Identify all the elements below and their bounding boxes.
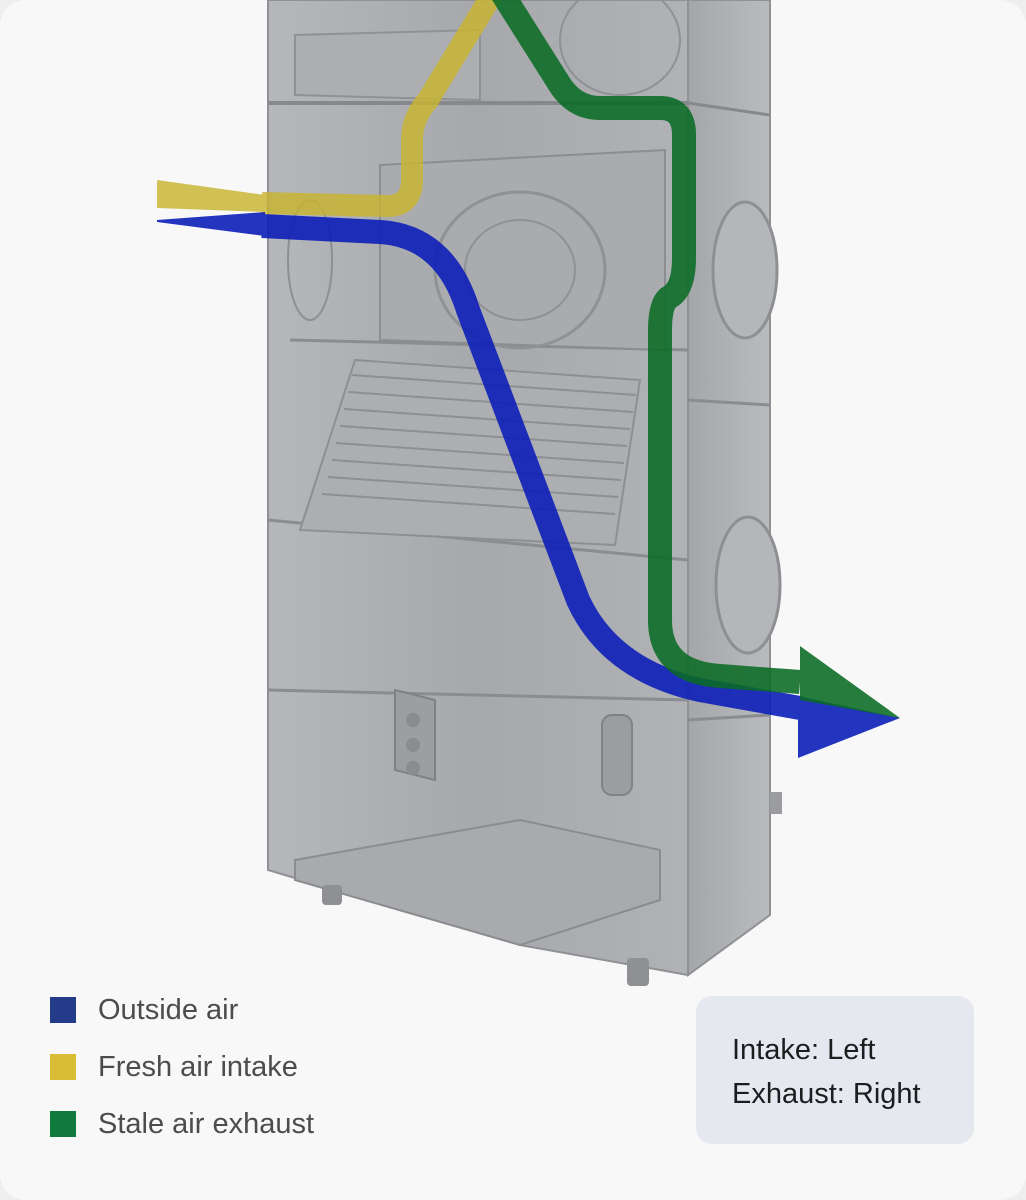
control-panel <box>394 688 436 782</box>
legend-swatch <box>50 1054 76 1080</box>
wall-bracket <box>770 792 782 814</box>
airflow-diagram <box>157 0 900 986</box>
drain-tray <box>294 818 661 947</box>
ventilation-unit <box>267 0 782 986</box>
legend-label: Outside air <box>98 994 239 1026</box>
legend-swatch <box>50 1111 76 1137</box>
exhaust-direction: Exhaust: Right <box>732 1078 921 1110</box>
top-fan <box>559 0 681 96</box>
unit-side-panel <box>687 0 771 977</box>
legend-swatch <box>50 997 76 1023</box>
section-divider <box>687 398 771 407</box>
section-divider <box>687 713 771 722</box>
direction-note: Intake: Left Exhaust: Right <box>696 996 974 1144</box>
legend-label: Stale air exhaust <box>98 1108 315 1140</box>
connector <box>406 713 420 727</box>
compressor <box>601 714 633 796</box>
heat-exchanger <box>298 358 642 547</box>
side-duct-ring <box>711 200 779 340</box>
fresh-air-intake-arrow <box>157 0 502 217</box>
unit-foot <box>322 885 342 905</box>
connector <box>406 738 420 752</box>
stale-air-exhaust-arrow <box>492 0 900 718</box>
intake-direction: Intake: Left <box>732 1034 876 1066</box>
legend-label: Fresh air intake <box>98 1051 298 1083</box>
outside-air-arrow <box>157 212 900 758</box>
section-divider <box>267 688 689 702</box>
fan-impeller <box>464 219 576 321</box>
unit-foot <box>627 958 649 986</box>
side-duct-ring <box>714 515 782 655</box>
connector <box>406 761 420 775</box>
section-divider <box>687 101 771 117</box>
